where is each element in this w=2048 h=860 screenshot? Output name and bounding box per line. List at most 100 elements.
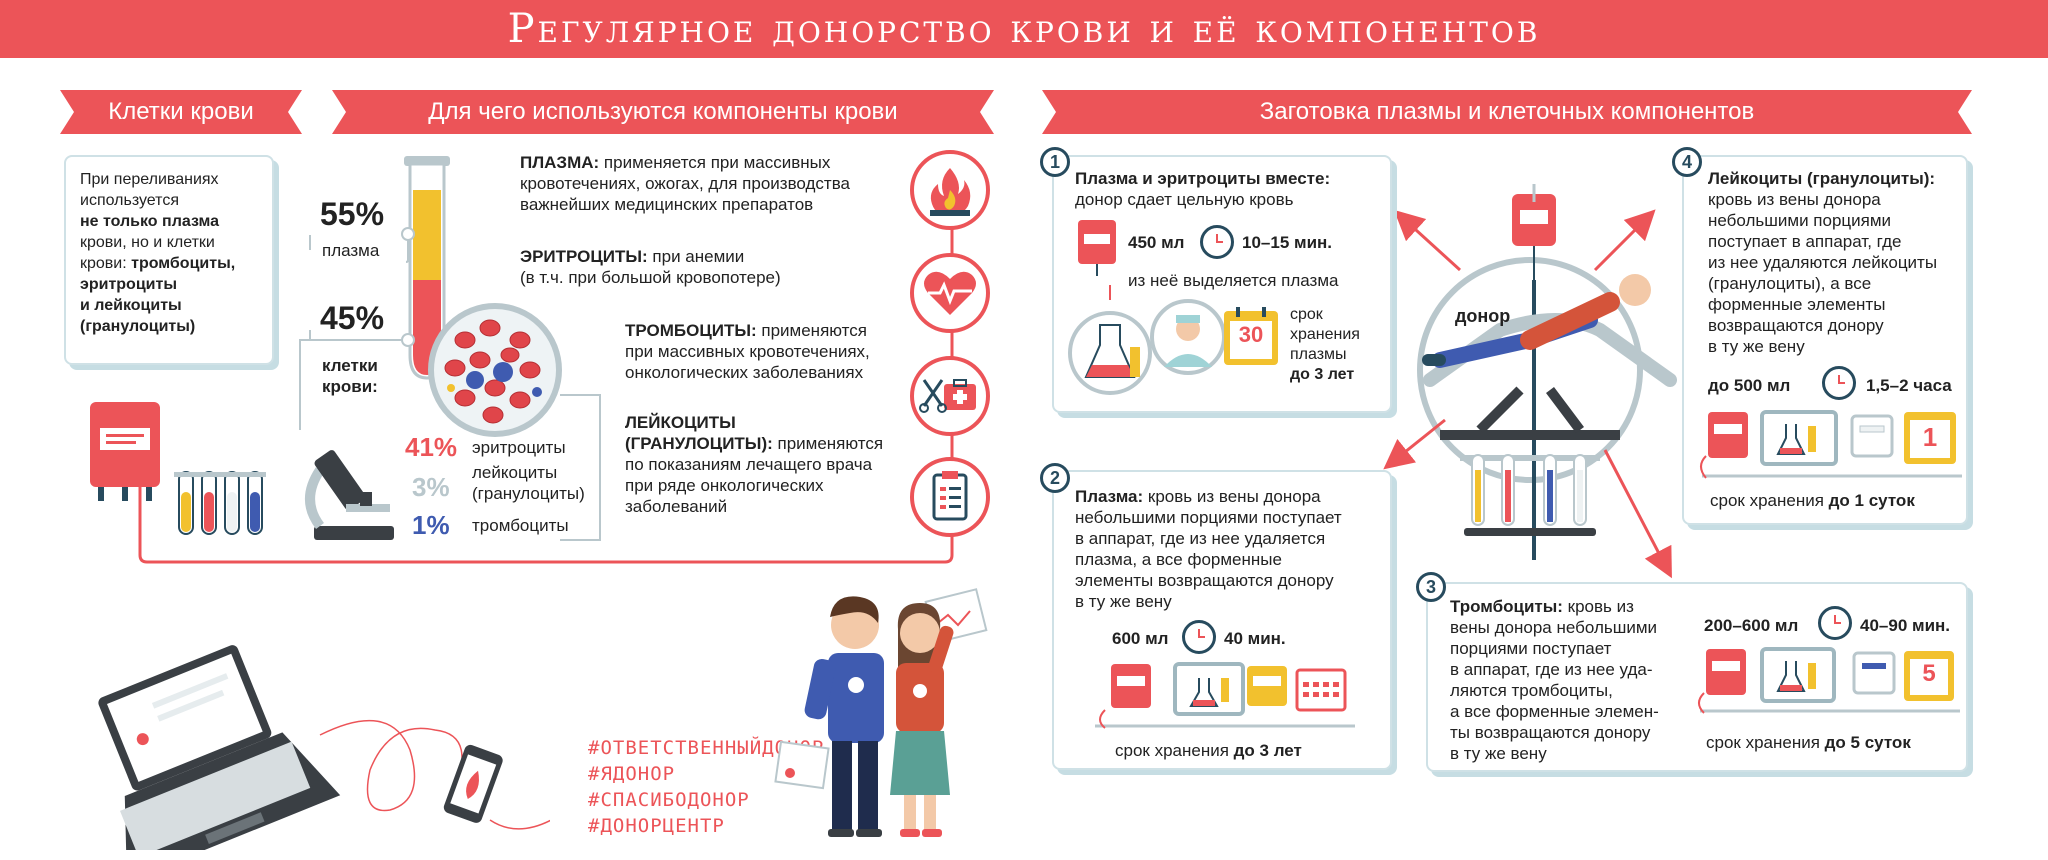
donor-couple-illustration <box>774 588 988 837</box>
hashtag[interactable]: #ЯДОНОР <box>588 763 676 785</box>
usage-thrombocytes: ТРОМБОЦИТЫ: применяются при массивных кр… <box>625 320 870 383</box>
usage-line: ПЛАЗМА: применяется при массивных <box>520 152 850 173</box>
step2-card <box>1052 470 1392 770</box>
cells-text-bold: эритроциты <box>80 276 177 293</box>
microscope-icon <box>305 450 394 540</box>
step4-number: 4 <box>1672 147 1702 177</box>
cells-text-line: крови, но и клетки <box>80 234 215 251</box>
step2-line: плазма, а все форменные <box>1075 550 1282 569</box>
step3-line: а все форменные элемен- <box>1450 702 1659 721</box>
usage-erythrocytes: ЭРИТРОЦИТЫ: при анемии (в т.ч. при больш… <box>520 246 781 288</box>
lab-flask-doctor-icon <box>1068 285 1226 395</box>
leukocytes-label-line: (гранулоциты) <box>472 484 585 503</box>
usage-text: применяются <box>756 321 867 340</box>
step1-volume: 450 мл <box>1128 233 1185 252</box>
laptop-phone-illustration <box>98 645 550 850</box>
step3-line: Тромбоциты: кровь из <box>1450 596 1659 617</box>
step4-line: возвращаются донору <box>1708 316 1884 335</box>
step3-storage: срок хранения до 5 суток <box>1706 732 1911 753</box>
page-title: Регулярное донорство крови и её компонен… <box>0 0 2048 58</box>
step1-calendar-value: 30 <box>1238 322 1264 347</box>
step4-text: Лейкоциты (гранулоциты): кровь из вены д… <box>1708 168 1937 357</box>
donor-chair-illustration <box>1417 184 1677 560</box>
step4-volume: до 500 мл <box>1708 376 1791 395</box>
leukocytes-label-line: лейкоциты <box>472 463 558 482</box>
step2-line: небольшими порциями поступает <box>1075 508 1342 527</box>
step2-head: Плазма: <box>1075 487 1144 506</box>
step4-storage: срок хранения до 1 суток <box>1710 490 1915 511</box>
hashtag[interactable]: #ОТВЕТСТВЕННЫЙДОНОР <box>588 737 825 759</box>
cells-info-card: При переливаниях используется не только … <box>64 155 274 365</box>
clock-icon <box>1822 366 1856 400</box>
step2-volume: 600 мл <box>1112 629 1169 648</box>
step2-storage: срок хранения до 3 лет <box>1115 740 1302 761</box>
step3-line: в аппарат, где из нее уда- <box>1450 660 1653 679</box>
hashtag[interactable]: #ДОНОРЦЕНТР <box>588 815 725 837</box>
usage-text: онкологических заболеваниях <box>625 363 864 382</box>
step3-line: в ту же вену <box>1450 744 1547 763</box>
usage-text: при анемии <box>647 247 745 266</box>
usage-leukocytes: ЛЕЙКОЦИТЫ (ГРАНУЛОЦИТЫ): применяются по … <box>625 412 883 517</box>
step3-line: порциями поступает <box>1450 639 1612 658</box>
usage-line: ЭРИТРОЦИТЫ: при анемии <box>520 246 781 267</box>
step4-storage-text: срок хранения <box>1710 491 1829 510</box>
step3-line: ляются тромбоциты, <box>1450 681 1613 700</box>
cells-text-line: используется <box>80 192 179 209</box>
step4-head: Лейкоциты (гранулоциты): <box>1708 169 1936 188</box>
cells-text-line: крови: тромбоциты, <box>80 253 235 274</box>
cells-text-bold: тромбоциты, <box>131 255 236 272</box>
step4-line: форменные элементы <box>1708 295 1886 314</box>
cells-text-line: При переливаниях <box>80 171 219 188</box>
step4-line: небольшими порциями <box>1708 211 1892 230</box>
step4-line: (гранулоциты), а все <box>1708 274 1872 293</box>
clock-icon <box>1182 620 1216 654</box>
step1-heading: Плазма и эритроциты вместе:донор сдает ц… <box>1075 168 1330 210</box>
step3-storage-bold: до 5 суток <box>1824 733 1911 752</box>
cells-label-line: клетки <box>322 356 378 375</box>
usage-text: применяются <box>772 434 884 453</box>
usage-text: по показаниям лечащего врача <box>625 455 873 474</box>
step1-number: 1 <box>1040 147 1070 177</box>
step1-text: донор сдает цельную кровь <box>1075 190 1294 209</box>
fire-icon <box>910 150 990 230</box>
step3-calendar-value: 5 <box>1922 660 1936 687</box>
step3-span: кровь из <box>1562 597 1634 616</box>
erythrocytes-percent: 41% <box>405 432 458 462</box>
step2-span: кровь из вены донора <box>1143 487 1321 506</box>
step2-text: Плазма: кровь из вены донора небольшими … <box>1075 486 1342 612</box>
step1-storage: срок хранения плазмы до 3 лет <box>1290 305 1360 385</box>
leukocytes-percent: 3% <box>412 472 450 502</box>
step1-storage-bold: до 3 лет <box>1290 366 1355 383</box>
step3-time: 40–90 мин. <box>1860 616 1951 635</box>
usage-plasma: ПЛАЗМА: применяется при массивных кровот… <box>520 152 850 215</box>
usage-heading: ЭРИТРОЦИТЫ: <box>520 247 648 266</box>
connector-lines <box>138 160 954 564</box>
step1-time: 10–15 мин. <box>1242 233 1333 252</box>
cells-text-span: крови: <box>80 255 132 272</box>
step2-storage-text: срок хранения <box>1115 741 1234 760</box>
usage-text: заболеваний <box>625 497 728 516</box>
heart-pulse-icon <box>910 253 990 333</box>
blood-bag-tubes-icon <box>90 402 266 535</box>
usage-text: применяется при массивных <box>599 153 831 172</box>
cells-text-bold: не только плазма <box>80 213 220 230</box>
step2-line: в аппарат, где из нее удаляется <box>1075 529 1326 548</box>
step2-storage-bold: до 3 лет <box>1233 741 1302 760</box>
ribbon-cells: Клетки крови <box>60 90 302 134</box>
step4-time: 1,5–2 часа <box>1866 376 1952 395</box>
usage-heading: (ГРАНУЛОЦИТЫ): <box>625 434 773 453</box>
step4-calendar-value: 1 <box>1922 422 1938 452</box>
first-aid-kit-icon <box>910 356 990 436</box>
calendar-icon <box>1224 307 1278 365</box>
hashtag[interactable]: #СПАСИБОДОНОР <box>588 789 750 811</box>
usage-line: ТРОМБОЦИТЫ: применяются <box>625 320 870 341</box>
donor-label: донор <box>1455 306 1511 326</box>
step3-line: ты возвращаются донору <box>1450 723 1651 742</box>
plasma-label: плазма <box>322 241 380 260</box>
usage-heading: ЛЕЙКОЦИТЫ <box>625 413 736 432</box>
usage-text: кровотечениях, ожогах, для производства <box>520 174 851 193</box>
step1-storage-line: хранения <box>1290 326 1360 343</box>
step3-head: Тромбоциты: <box>1450 597 1563 616</box>
step4-storage-bold: до 1 суток <box>1828 491 1915 510</box>
